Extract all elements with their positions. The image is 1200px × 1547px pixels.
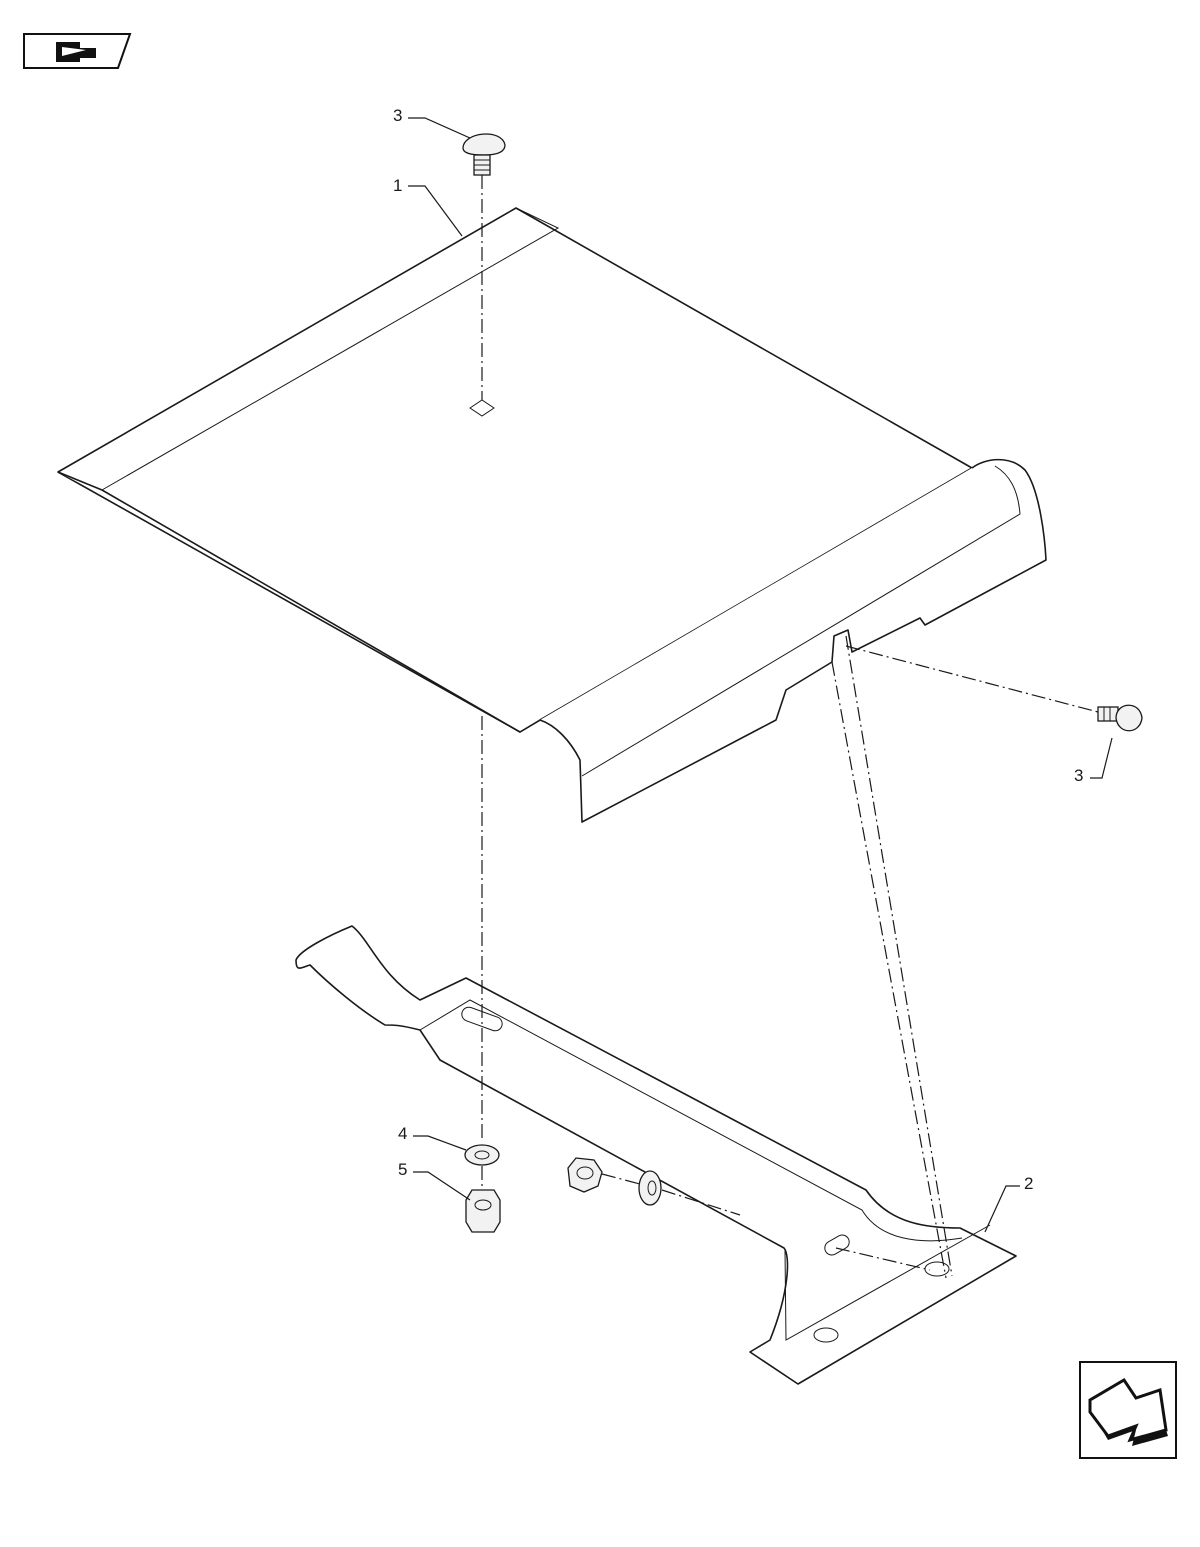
assembly-lines (481, 175, 1099, 1279)
callout-2-label: 2 (1024, 1174, 1033, 1193)
carriage-screw-side (1097, 704, 1143, 732)
carriage-screw-top (462, 133, 506, 176)
nut-left (465, 1189, 501, 1233)
washer-left (464, 1144, 500, 1166)
callout-5-label: 5 (398, 1160, 407, 1179)
mounting-bracket (295, 925, 1017, 1385)
washer-right (638, 1170, 662, 1206)
callout-3-top: 3 (393, 106, 471, 139)
callout-3-side-label: 3 (1074, 766, 1083, 785)
callout-1-label: 1 (393, 176, 402, 195)
callout-3-top-label: 3 (393, 106, 402, 125)
cover-plate (57, 207, 1047, 823)
callout-3-side: 3 (1074, 737, 1113, 785)
callout-4-label: 4 (398, 1124, 407, 1143)
callout-4: 4 (398, 1124, 467, 1151)
callout-5: 5 (398, 1160, 471, 1201)
next-page-arrow-icon[interactable] (1079, 1361, 1177, 1459)
page-back-icon[interactable] (23, 33, 132, 69)
nut-right (567, 1157, 603, 1193)
callout-2: 2 (984, 1174, 1033, 1233)
callout-1: 1 (393, 176, 463, 237)
